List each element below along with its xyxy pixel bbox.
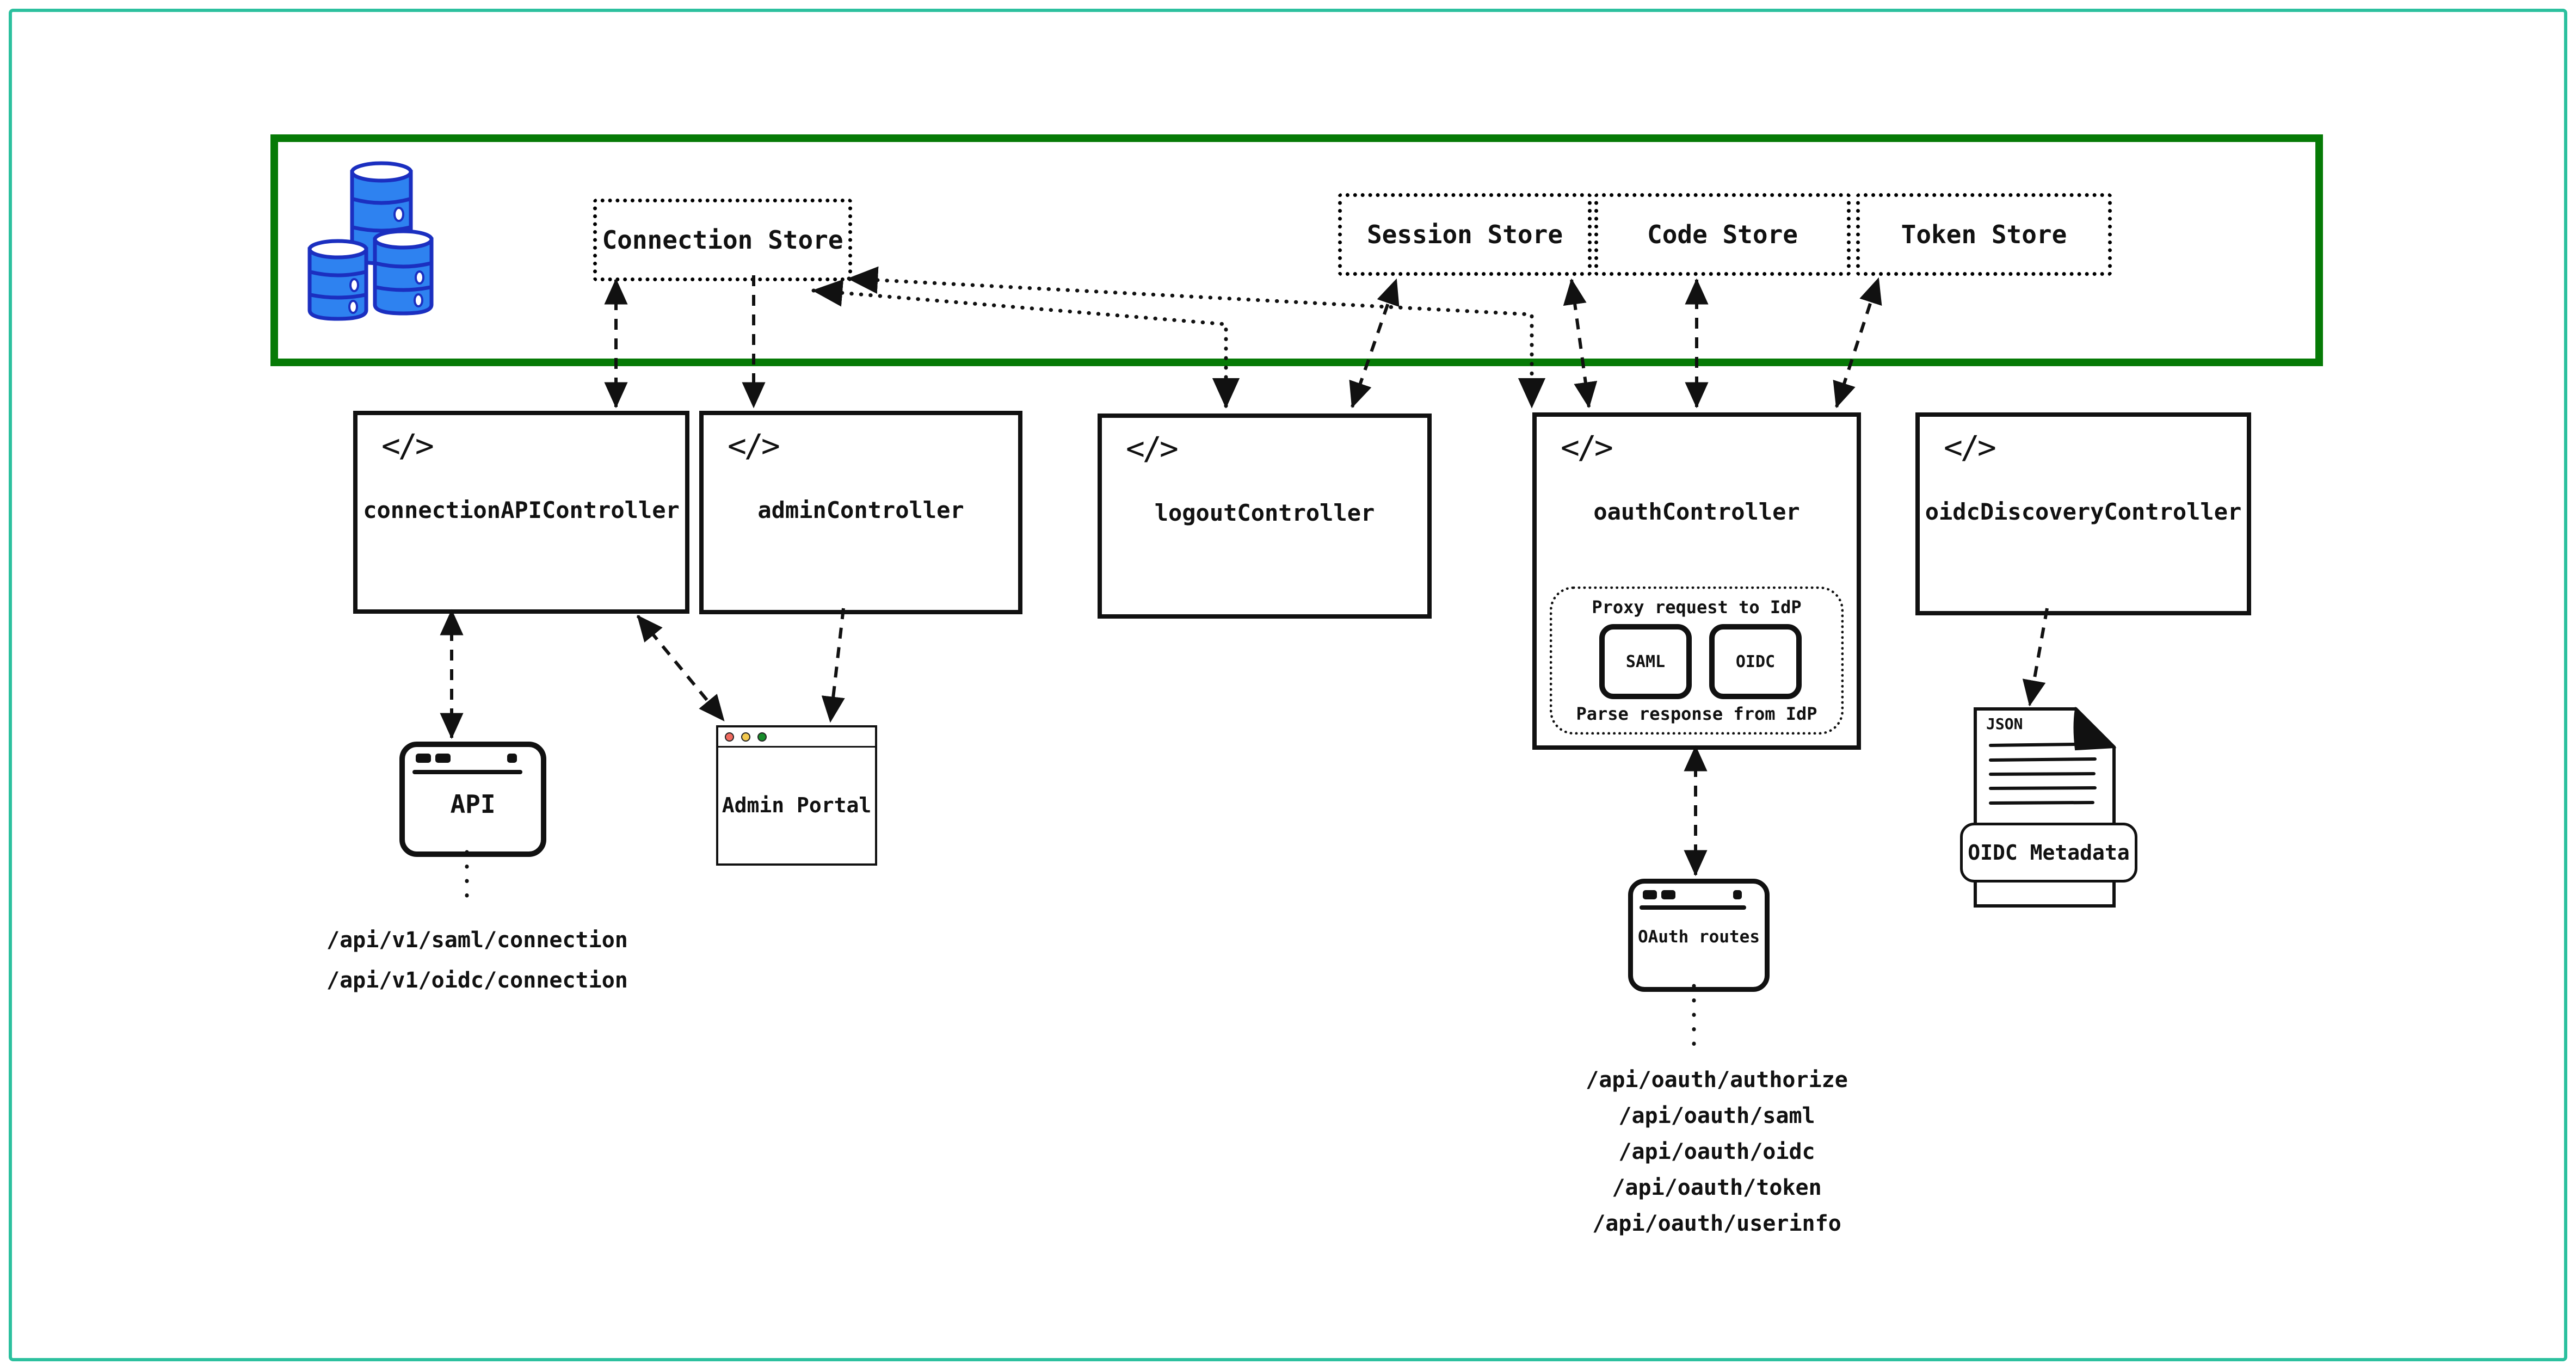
admin-portal-window: Admin Portal [716,725,877,866]
connection-store: Connection Store [593,199,852,281]
endpoint-oidc-connection: /api/v1/oidc/connection [326,968,628,993]
idp-proxy-title: Proxy request to IdP [1592,597,1802,618]
code-store: Code Store [1594,193,1851,276]
logout-controller: </> logoutController [1098,414,1432,619]
saml-label: SAML [1625,652,1666,671]
connection-api-controller: </> connectionAPIController [353,411,689,614]
logout-controller-label: logoutController [1154,499,1375,526]
idp-parse-title: Parse response from IdP [1576,703,1817,724]
outer-frame [9,9,2567,1361]
oauth-controller-label: oauthController [1593,498,1800,525]
oauth-routes-window: OAuth routes [1628,879,1770,992]
admin-controller: </> adminController [699,411,1022,614]
oauth-routes-label: OAuth routes [1638,927,1760,947]
endpoint-authorize: /api/oauth/authorize [1586,1067,1848,1093]
code-icon: </> [1126,430,1179,467]
oidc-label: OIDC [1735,652,1776,671]
portal-titlebar [718,727,875,748]
code-icon: </> [1561,429,1613,466]
idp-proxy-box: Proxy request to IdP SAML OIDC Parse res… [1550,587,1844,735]
code-icon: </> [381,427,434,464]
oidc-discovery-controller-label: oidcDiscoveryController [1925,498,2242,525]
database-icon [307,161,434,321]
session-store-label: Session Store [1366,220,1563,249]
json-type-label: JSON [1986,715,2023,733]
oauth-controller: </> oauthController Proxy request to IdP… [1532,412,1861,750]
endpoint-userinfo: /api/oauth/userinfo [1592,1211,1841,1236]
window-titlebar-line [412,770,522,774]
session-store: Session Store [1338,193,1592,276]
code-store-label: Code Store [1647,220,1798,249]
oidc-metadata-banner: OIDC Metadata [1960,823,2137,883]
oidc-protocol-box: OIDC [1709,624,1802,699]
connection-store-label: Connection Store [602,225,843,255]
close-icon [725,732,734,742]
connection-api-controller-label: connectionAPIController [363,497,680,523]
oidc-discovery-controller: </> oidcDiscoveryController [1915,412,2251,615]
endpoint-saml-connection: /api/v1/saml/connection [326,928,628,953]
admin-portal-label: Admin Portal [722,793,872,817]
oidc-metadata-label: OIDC Metadata [1968,841,2130,865]
minimize-icon [741,732,750,742]
maximize-icon [757,732,767,742]
window-dot-icon [1643,890,1657,899]
oauth-endpoint-list: /api/oauth/authorize /api/oauth/saml /ap… [1581,1062,1853,1242]
window-dot-icon [507,754,517,763]
token-store: Token Store [1856,193,2112,276]
api-window-label: API [450,789,496,819]
window-dot-icon [1733,890,1742,899]
window-titlebar-line [1640,905,1746,910]
window-dot-icon [435,754,451,763]
code-icon: </> [728,427,780,464]
admin-controller-label: adminController [757,497,964,523]
saml-protocol-box: SAML [1599,624,1692,699]
endpoint-saml: /api/oauth/saml [1618,1103,1815,1128]
api-window: API [399,742,546,857]
window-dot-icon [1661,890,1675,899]
endpoint-token: /api/oauth/token [1612,1175,1822,1200]
code-icon: </> [1944,429,1996,466]
endpoint-oidc: /api/oauth/oidc [1618,1139,1815,1164]
window-dot-icon [416,754,431,763]
token-store-label: Token Store [1901,220,2067,249]
